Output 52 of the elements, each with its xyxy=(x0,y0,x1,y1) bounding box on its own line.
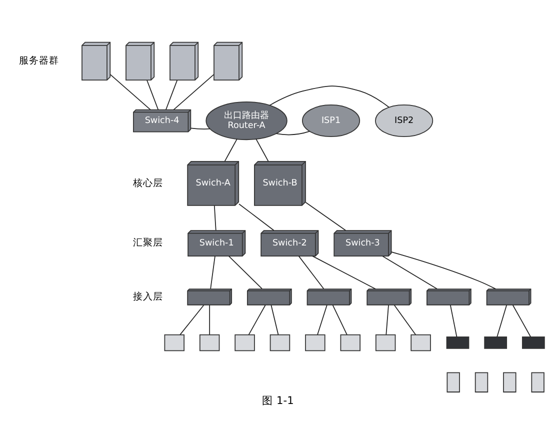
node-box xyxy=(164,334,184,352)
node-box xyxy=(474,372,488,392)
label: 接入层 xyxy=(132,291,163,302)
connector xyxy=(180,304,204,336)
connector xyxy=(298,256,324,290)
caption: 图 1-1 xyxy=(262,394,294,407)
node-box xyxy=(522,336,545,349)
connector xyxy=(390,251,496,290)
connector xyxy=(146,80,159,110)
connector xyxy=(238,204,274,231)
connector xyxy=(110,74,151,110)
node-ellipse: ISP1 xyxy=(302,104,360,138)
connector xyxy=(317,304,328,336)
connector xyxy=(512,304,532,338)
label: 服务器群 xyxy=(18,56,59,67)
node-box xyxy=(410,334,431,352)
node-ellipse: 出口路由器 Router-A xyxy=(206,101,288,140)
connector xyxy=(496,304,508,338)
connector xyxy=(312,256,376,290)
connector xyxy=(332,304,348,336)
connector xyxy=(228,256,262,290)
connector xyxy=(190,128,210,130)
node-box xyxy=(199,334,220,352)
connector xyxy=(173,74,214,110)
connector xyxy=(394,304,416,336)
connector xyxy=(210,256,216,290)
node-box xyxy=(270,334,290,352)
connector xyxy=(382,256,438,290)
node-box xyxy=(340,334,360,352)
connector xyxy=(209,304,210,336)
node-box xyxy=(375,334,396,352)
connector xyxy=(166,80,178,110)
connector xyxy=(214,205,216,231)
node-box xyxy=(531,372,544,392)
node-box xyxy=(484,336,508,349)
label: 核心层 xyxy=(132,178,163,189)
connector xyxy=(450,304,458,338)
connector xyxy=(269,86,390,108)
node-box xyxy=(446,372,460,392)
label: 汇聚层 xyxy=(132,238,163,249)
connector xyxy=(305,202,346,231)
node-box xyxy=(503,372,516,392)
node-box xyxy=(234,334,255,352)
connector xyxy=(270,304,279,336)
connector xyxy=(386,304,389,336)
connector xyxy=(256,138,269,162)
connector xyxy=(248,304,266,336)
node-box xyxy=(446,336,470,349)
node-ellipse: ISP2 xyxy=(375,104,434,138)
connector xyxy=(276,130,310,136)
connector xyxy=(224,138,238,162)
node-box xyxy=(305,334,326,352)
